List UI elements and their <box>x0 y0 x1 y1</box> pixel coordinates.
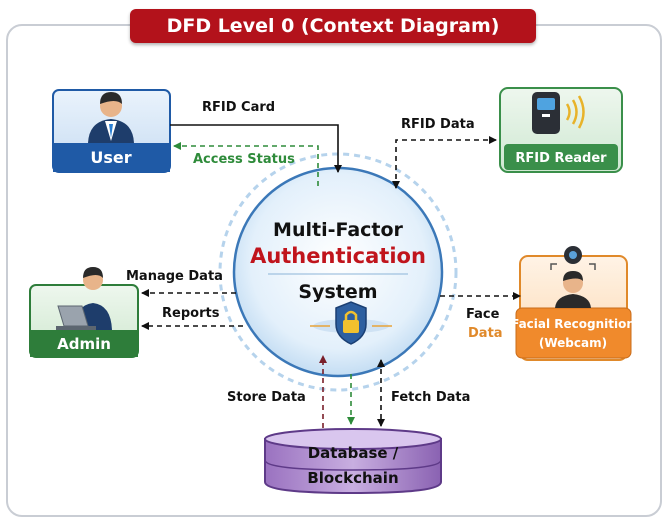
flow-rfid-data-arrow <box>392 136 497 189</box>
flow-access-status-label: Access Status <box>193 152 295 167</box>
rfid-label-band <box>504 144 618 170</box>
user-label: User <box>90 148 131 167</box>
flow-rfid-data-label: RFID Data <box>401 117 475 132</box>
user-label-band <box>53 143 170 172</box>
user-person-icon <box>88 92 134 143</box>
facial-label-line1: Facial Recognition <box>511 317 635 331</box>
facial-label-band <box>515 307 632 359</box>
flow-access-status-arrow <box>173 142 319 186</box>
flow-rfid-card-arrow <box>170 124 342 173</box>
facial-label-line2: (Webcam) <box>539 336 607 350</box>
process-line1: Multi-Factor <box>273 219 404 241</box>
flow-data-label: Data <box>468 326 503 341</box>
flow-store-data-label: Store Data <box>227 390 306 405</box>
admin-label: Admin <box>57 335 111 353</box>
diagram-title: DFD Level 0 (Context Diagram) <box>130 9 536 43</box>
process-line2: Authentication <box>250 244 426 268</box>
process-circle <box>232 166 444 378</box>
flow-fetch-data-label: Fetch Data <box>391 390 470 405</box>
webcam-face-icon <box>550 246 596 308</box>
flow-manage-data-label: Manage Data <box>126 269 223 284</box>
flow-reports-label: Reports <box>162 306 220 321</box>
admin-entity: Admin <box>29 267 139 358</box>
rfid-reader-label: RFID Reader <box>515 151 607 166</box>
database-entity: Database / Blockchain <box>264 428 442 495</box>
user-entity: User <box>52 89 171 173</box>
database-label-line2: Blockchain <box>307 469 398 487</box>
flow-face-label: Face <box>466 307 500 322</box>
shield-lock-icon <box>310 301 392 345</box>
flow-rfid-card-label: RFID Card <box>202 100 275 115</box>
rfid-reader-entity: RFID Reader <box>499 87 623 173</box>
process-line3: System <box>298 281 377 303</box>
facial-recognition-entity: Facial Recognition (Webcam) <box>511 246 635 361</box>
central-process: Multi-Factor Authentication System <box>218 152 458 392</box>
admin-label-band <box>30 330 138 357</box>
admin-person-laptop-icon <box>56 267 112 330</box>
database-label-line1: Database / <box>308 444 399 462</box>
rfid-device-icon <box>532 92 585 134</box>
